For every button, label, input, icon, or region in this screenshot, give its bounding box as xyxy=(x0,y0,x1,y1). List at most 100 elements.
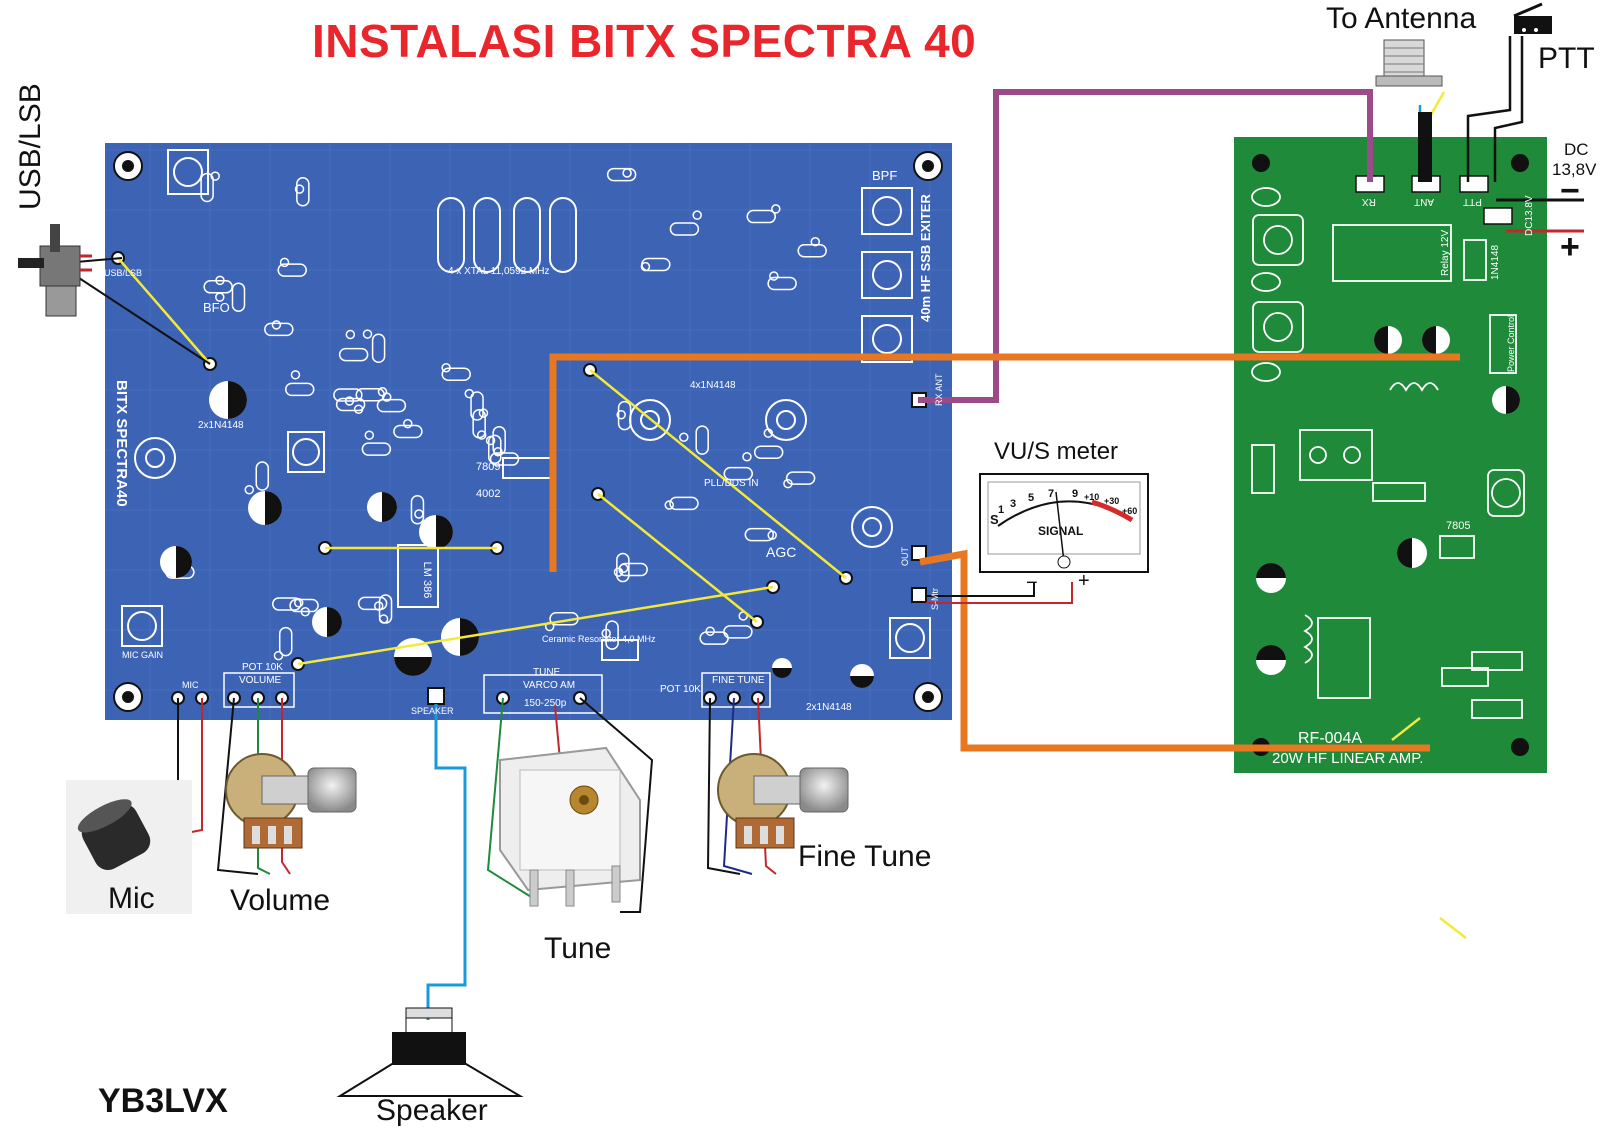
solder-pad xyxy=(616,409,626,420)
amp-ic-label: 7805 xyxy=(1446,520,1471,532)
speaker-lead xyxy=(426,704,467,1020)
to-antenna-label: To Antenna xyxy=(1326,2,1477,35)
solder-pad xyxy=(244,484,255,495)
amp-pad-ptt: PTT xyxy=(1463,196,1482,207)
solder-pad xyxy=(618,563,629,573)
s-meter-leads xyxy=(926,582,1073,604)
usb-lsb-label: USB/LSB xyxy=(14,83,47,210)
mic-label: Mic xyxy=(108,882,155,915)
meter-tick-plus60: +60 xyxy=(1122,506,1138,516)
solder-pad xyxy=(441,363,451,373)
solder-pad xyxy=(290,370,301,380)
solder-pad xyxy=(478,408,489,418)
resistor xyxy=(272,597,302,611)
tune-box-label: TUNE xyxy=(533,667,561,678)
solder-pad xyxy=(353,404,364,414)
mic-gain-label: MIC GAIN xyxy=(122,650,164,660)
resistor xyxy=(371,333,386,363)
fine-tune-label: Fine Tune xyxy=(798,840,932,873)
fine-tune-pot-icon xyxy=(717,753,849,849)
resistor xyxy=(492,425,506,456)
dc-minus-label: − xyxy=(1560,172,1580,210)
resistor xyxy=(753,445,784,459)
solder-pad xyxy=(364,430,375,440)
resistor xyxy=(333,388,363,402)
diode-pack2-label: 4x1N4148 xyxy=(690,380,736,391)
toroids xyxy=(134,399,893,548)
meter-tick-plus10: +10 xyxy=(1084,492,1100,502)
solder-pad xyxy=(640,261,651,272)
varco-range-label: 150-250p xyxy=(524,698,567,709)
resistor xyxy=(264,322,294,337)
antenna-connector-icon xyxy=(1375,39,1443,87)
meter-minus: − xyxy=(1026,572,1038,594)
out-label: OUT xyxy=(900,547,910,566)
resistor xyxy=(785,471,816,485)
meter-tick-plus30: +30 xyxy=(1104,496,1120,506)
solder-pad xyxy=(215,275,225,286)
solder-pad xyxy=(622,168,632,178)
solder-pad xyxy=(279,257,290,268)
pll-dds-label: PLL/DDS IN xyxy=(704,478,759,489)
solder-pad xyxy=(300,606,311,617)
wire-orange-power-control xyxy=(549,353,1460,572)
resistor xyxy=(723,625,753,639)
resistor xyxy=(361,442,392,456)
solder-pad xyxy=(783,478,793,489)
ic-lm386 xyxy=(397,544,439,608)
crystal-filter xyxy=(437,197,577,273)
board-components xyxy=(165,167,827,661)
diagram-title: INSTALASI BITX SPECTRA 40 xyxy=(312,15,977,67)
resistor xyxy=(441,367,471,381)
meter-plus: + xyxy=(1078,570,1090,592)
dc-voltage-label: 13,8V xyxy=(1552,160,1597,179)
resistor xyxy=(376,398,407,413)
amp-pad-ant: ANT xyxy=(1414,196,1434,207)
speaker-label: Speaker xyxy=(376,1094,488,1127)
meter-scale: S 1 3 5 7 9 +10 +30 +60 xyxy=(986,484,1142,527)
mounting-hole xyxy=(113,151,943,712)
ic-4002-label: 4002 xyxy=(476,488,500,500)
resistor xyxy=(669,496,699,511)
solder-pad xyxy=(344,396,355,406)
s-meter-pad-label: S-Mtr xyxy=(930,588,940,610)
tune-box xyxy=(483,674,603,714)
solder-pad xyxy=(271,320,282,330)
bpf-label: BPF xyxy=(872,168,898,183)
usb-lsb-switch-icon xyxy=(18,224,92,317)
volume-label: Volume xyxy=(230,884,331,917)
solder-pad xyxy=(810,237,821,247)
vu-meter xyxy=(979,473,1149,573)
board-trimmers xyxy=(121,149,931,659)
solder-pad xyxy=(742,451,752,462)
meter-tick-9: 9 xyxy=(1072,488,1079,500)
amp-components xyxy=(1251,187,1525,719)
meter-tick-s: S xyxy=(990,512,999,527)
resistor xyxy=(284,382,315,397)
resistor xyxy=(335,397,366,412)
resistor xyxy=(472,408,486,439)
usb-lsb-pad-label: USB/LSB xyxy=(104,268,143,278)
solder-pad xyxy=(378,614,389,624)
microphone-icon xyxy=(66,780,192,914)
solder-pad xyxy=(705,626,715,636)
tune-label: Tune xyxy=(544,932,612,965)
diode-pack3-label: 2x1N4148 xyxy=(806,702,852,713)
solder-pad xyxy=(464,388,475,399)
callsign-label: YB3LVX xyxy=(98,1082,228,1120)
xtal-label: 4 x XTAL 11,0592 MHz xyxy=(448,266,550,277)
fine-tune-box xyxy=(701,672,771,708)
speaker-icon xyxy=(336,1007,524,1097)
solder-pad xyxy=(767,530,777,540)
fine-tune-box-label: FINE TUNE xyxy=(712,675,765,686)
solder-pad xyxy=(679,432,689,442)
resistor xyxy=(277,263,307,277)
solder-pad xyxy=(293,598,304,608)
mic-pad-label: MIC xyxy=(182,680,199,690)
resistor xyxy=(746,209,776,224)
resistor xyxy=(723,466,753,481)
resistor xyxy=(393,424,423,439)
meter-tick-5: 5 xyxy=(1028,492,1035,504)
resistor xyxy=(357,596,388,611)
rx-ant-label: RX ANT xyxy=(934,373,944,406)
